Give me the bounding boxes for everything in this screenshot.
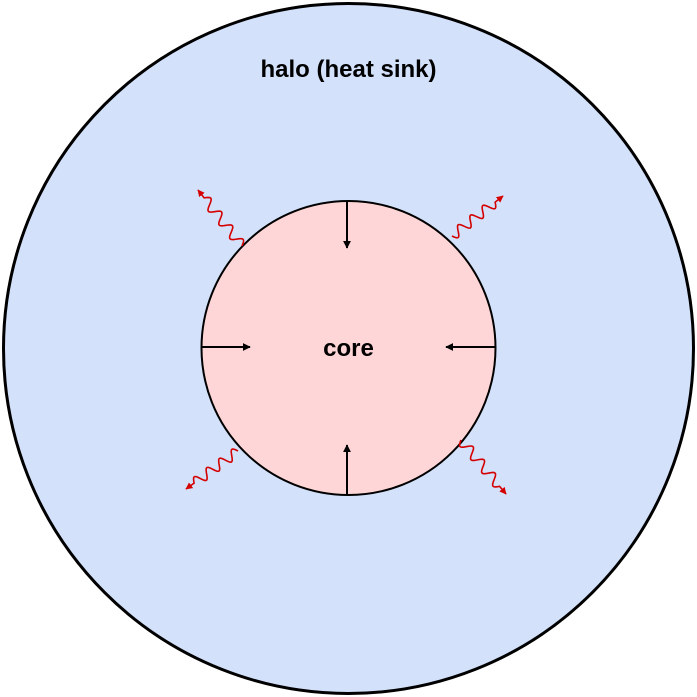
core-label: core <box>323 335 374 362</box>
halo-label: halo (heat sink) <box>260 56 436 83</box>
radiation-down-left-icon <box>185 448 239 490</box>
radiation-up-right-icon <box>451 195 504 239</box>
inward-arrows <box>201 201 496 495</box>
radiation-up-left-icon <box>197 189 245 247</box>
radiation-arrows <box>185 189 507 495</box>
radiation-down-right-icon <box>458 439 507 495</box>
